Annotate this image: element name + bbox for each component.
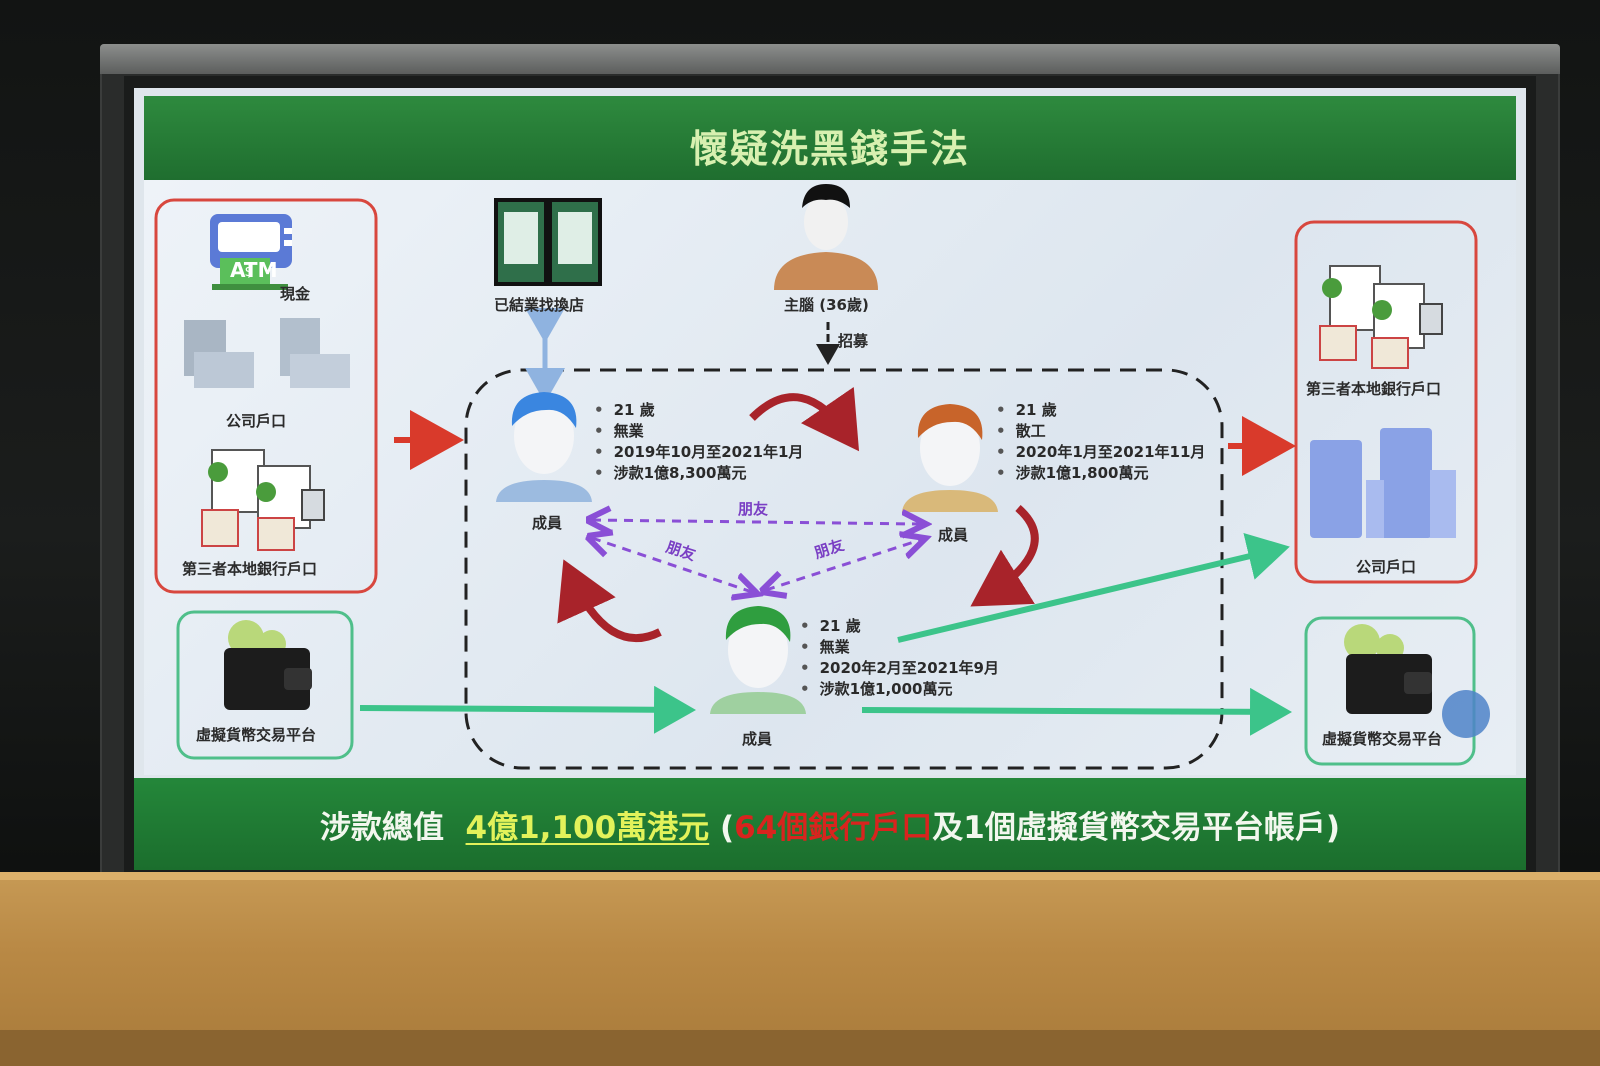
third-party-account-label: 第三者本地銀行戶口 [182, 560, 318, 578]
dest-box-bank [1294, 220, 1478, 584]
dest-box-crypto [1304, 616, 1476, 766]
monitor-top-frame [100, 44, 1560, 74]
member-2-details: 21 歲 散工 2020年1月至2021年11月 涉款1億1,800萬元 [996, 400, 1206, 484]
friend-arrow-left [592, 538, 752, 592]
summary-accounts: 64個銀行戶口 [734, 810, 933, 846]
presentation-screen: 懷疑洗黑錢手法 [134, 88, 1526, 870]
summary-amount: 4億1,100萬港元 [465, 810, 710, 846]
wallet-icon-left [224, 620, 312, 710]
recruit-label: 招募 [838, 332, 869, 350]
exchange-shop-building-icon [494, 198, 602, 286]
member-1-period: 2019年10月至2021年1月 [594, 442, 804, 463]
slide-title: 懷疑洗黑錢手法 [689, 127, 970, 171]
member-3-label: 成員 [742, 730, 773, 748]
friend-arrow-top [592, 520, 920, 524]
cycle-arrow-2 [970, 504, 1039, 607]
summary-prefix: 涉款總值 [319, 810, 444, 846]
atm-icon: $ [210, 214, 292, 290]
syndicate-boundary [464, 368, 1224, 770]
desk-base [0, 1030, 1600, 1066]
member-avatar-1 [496, 392, 592, 502]
member-2-age: 21 歲 [996, 400, 1205, 421]
company-building-icon [184, 318, 350, 388]
friend-arrow-right [766, 540, 920, 590]
member-1-label: 成員 [532, 514, 563, 532]
member-3-amount: 涉款1億1,000萬元 [800, 679, 999, 700]
summary-rest: 及1個虛擬貨幣交易平台帳戶) [932, 810, 1341, 846]
member-1-occupation: 無業 [594, 421, 803, 442]
source-box-crypto [176, 610, 354, 760]
summary-bar: 涉款總值 4億1,100萬港元 (64個銀行戶口及1個虛擬貨幣交易平台帳戶) [134, 778, 1526, 870]
member-1-details: 21 歲 無業 2019年10月至2021年1月 涉款1億8,300萬元 [594, 400, 804, 484]
dest-company-label: 公司戶口 [1356, 558, 1417, 576]
member-1-age: 21 歲 [594, 400, 803, 421]
cash-label: 現金 [280, 285, 311, 303]
member-avatar-3 [710, 606, 806, 714]
member-3-age: 21 歲 [800, 616, 999, 637]
dest-bank-document-icon [1319, 265, 1443, 369]
mastermind-label: 主腦 (36歲) [784, 296, 869, 314]
member-3-occupation: 無業 [800, 637, 999, 658]
svg-text:$: $ [245, 264, 254, 280]
member-2-label: 成員 [938, 526, 969, 544]
member-avatar-2 [902, 404, 998, 512]
member-3-details: 21 歲 無業 2020年2月至2021年9月 涉款1億1,000萬元 [800, 616, 999, 700]
member-3-period: 2020年2月至2021年9月 [800, 658, 999, 679]
dest-third-party-label: 第三者本地銀行戶口 [1306, 380, 1442, 398]
title-bar: 懷疑洗黑錢手法 [144, 96, 1516, 180]
crypto-in-arrow [359, 685, 696, 734]
company-account-label: 公司戶口 [226, 412, 287, 430]
member-1-amount: 涉款1億8,300萬元 [594, 463, 803, 484]
source-box-bank [154, 198, 378, 594]
wallet-icon-right [1344, 624, 1490, 738]
summary-open-paren: ( [719, 810, 735, 846]
diagram-svg: $ [154, 184, 1490, 770]
crypto-platform-label: 虛擬貨幣交易平台 [196, 726, 317, 744]
mastermind-avatar [774, 184, 878, 290]
bank-document-icon [201, 449, 325, 551]
member-2-occupation: 散工 [996, 421, 1205, 442]
crypto-out-arrow [861, 687, 1292, 736]
friend-label-top: 朋友 [738, 500, 769, 518]
member-2-period: 2020年1月至2021年11月 [996, 442, 1206, 463]
dest-crypto-label: 虛擬貨幣交易平台 [1322, 730, 1443, 748]
cycle-arrow-3 [557, 559, 662, 643]
dest-company-building-icon [1310, 428, 1456, 538]
member-2-amount: 涉款1億1,800萬元 [996, 463, 1205, 484]
atm-text: ATM [230, 258, 278, 282]
exchange-shop-label: 已結業找換店 [494, 296, 585, 314]
desk-edge [0, 872, 1600, 880]
summary-text: 涉款總值 4億1,100萬港元 (64個銀行戶口及1個虛擬貨幣交易平台帳戶) [134, 802, 1526, 847]
